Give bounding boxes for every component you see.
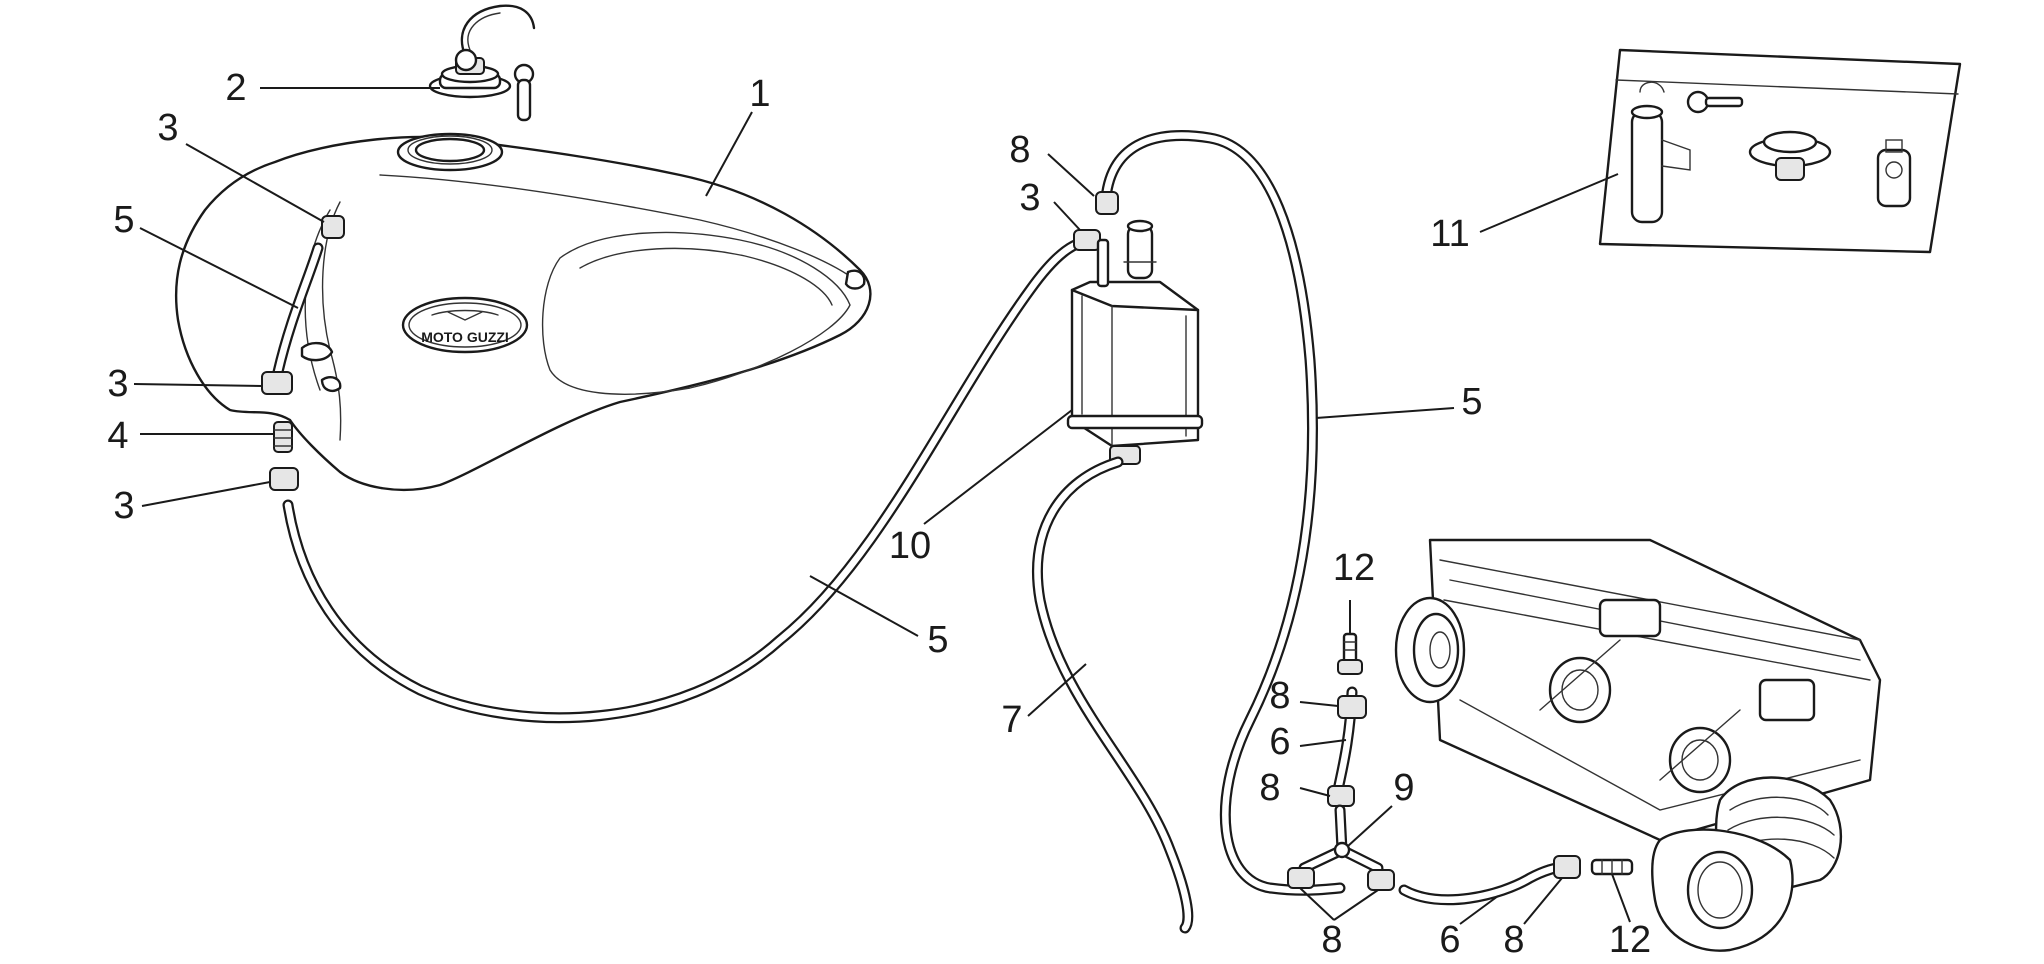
- callout-6: 6: [1269, 721, 1290, 763]
- callout-10: 10: [889, 525, 931, 567]
- callout-8: 8: [1009, 129, 1030, 171]
- callout-8: 8: [1259, 767, 1280, 809]
- y-tee-junction: [1298, 804, 1384, 874]
- callout-5: 5: [1461, 381, 1482, 423]
- callout-5: 5: [927, 619, 948, 661]
- upper-hose-assembly: [1327, 632, 1367, 807]
- callout-6: 6: [1439, 919, 1460, 961]
- vent-hose: [1095, 130, 1346, 896]
- callout-12: 12: [1333, 547, 1375, 589]
- tank-logo-text: MOTO GUZZI: [421, 329, 509, 345]
- callout-12: 12: [1609, 919, 1651, 961]
- fuel-cap: [428, 4, 536, 122]
- callout-1: 1: [749, 73, 770, 115]
- callout-2: 2: [225, 67, 246, 109]
- callout-8: 8: [1321, 919, 1342, 961]
- callout-3: 3: [157, 107, 178, 149]
- callout-3: 3: [113, 485, 134, 527]
- lock-set-kit: [1598, 48, 1962, 254]
- callout-3: 3: [1019, 177, 1040, 219]
- callout-8: 8: [1503, 919, 1524, 961]
- callout-numbers: 2 1 3 5 3 4 3 5 8 3 10 5 7 11 12 8 6 8 9…: [107, 67, 1651, 961]
- callout-5: 5: [113, 199, 134, 241]
- callout-4: 4: [107, 415, 128, 457]
- callout-3: 3: [107, 363, 128, 405]
- throttle-body-assembly: [1394, 538, 1882, 952]
- callout-7: 7: [1001, 699, 1022, 741]
- loop-hose: [282, 229, 1101, 724]
- fuel-tank: MOTO GUZZI: [174, 132, 872, 492]
- callout-8: 8: [1269, 675, 1290, 717]
- leader-lines: [133, 87, 1631, 925]
- drain-hose: [1032, 456, 1194, 934]
- bottom-hose-assembly: [1287, 855, 1634, 906]
- callout-11: 11: [1430, 213, 1469, 255]
- tank-logo-emblem: MOTO GUZZI: [401, 296, 529, 354]
- charcoal-canister: [1066, 219, 1204, 465]
- valve-assembly: [269, 421, 299, 491]
- callout-9: 9: [1393, 767, 1414, 809]
